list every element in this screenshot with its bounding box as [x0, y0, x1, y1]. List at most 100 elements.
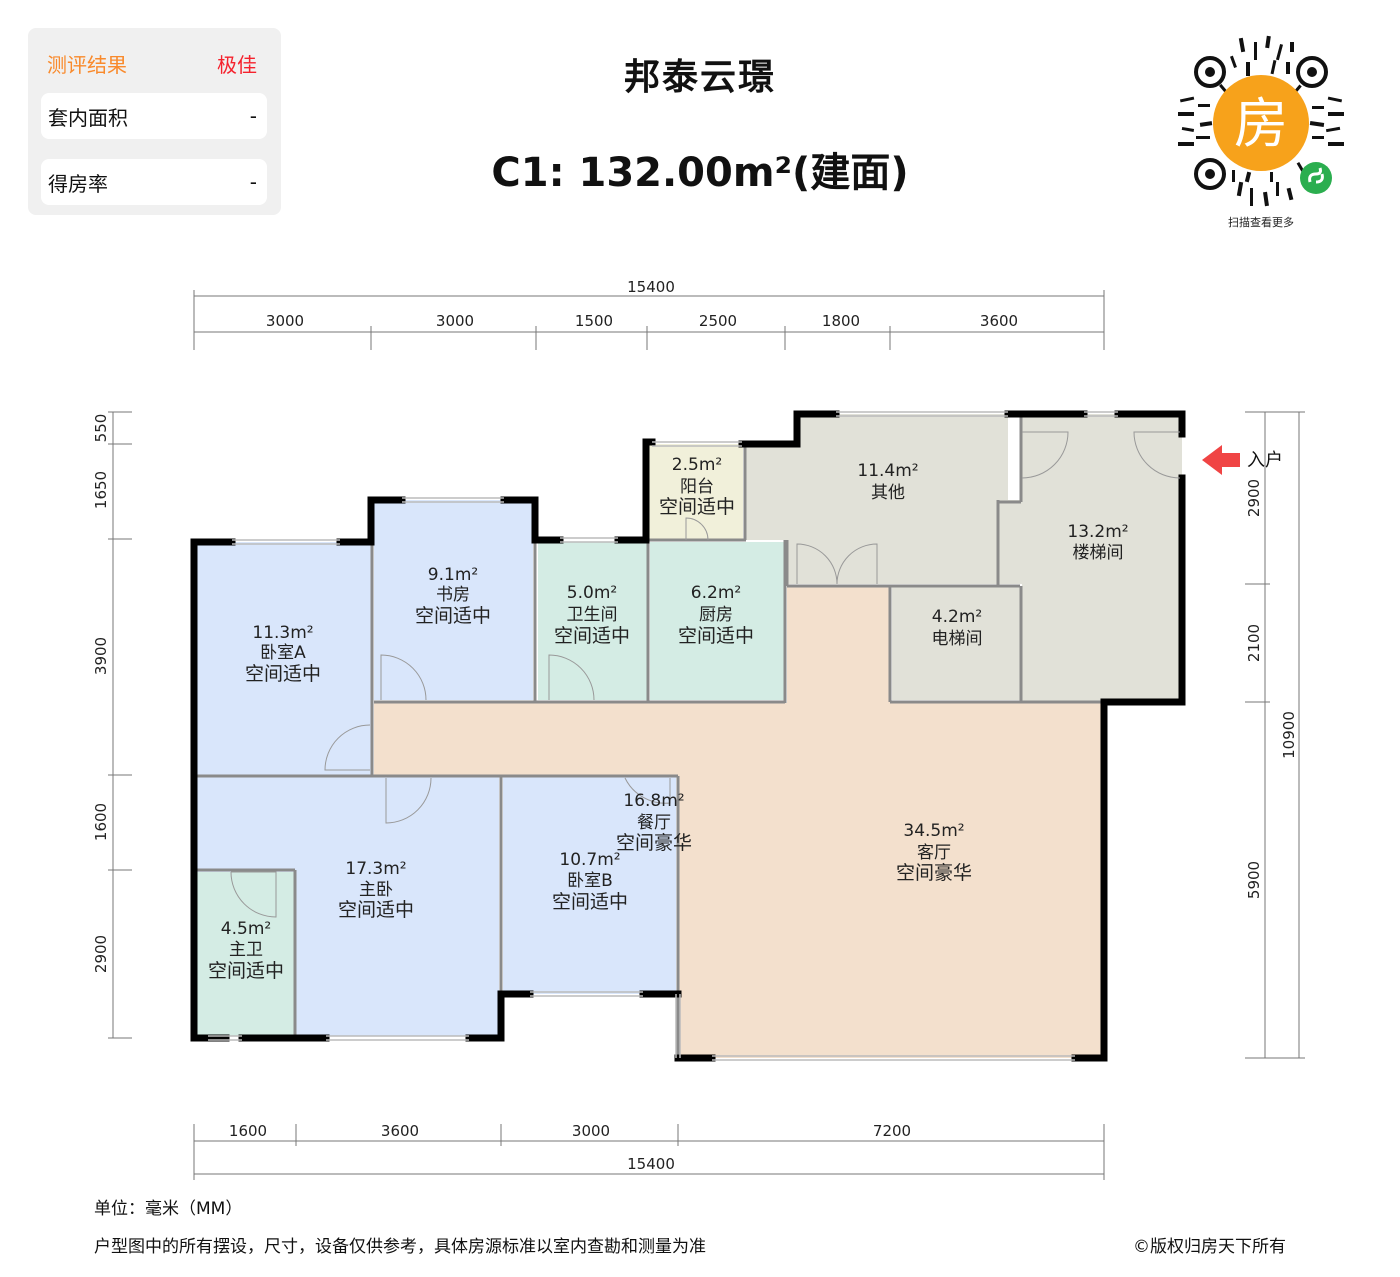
left-dimension: 2900 — [92, 935, 110, 973]
room-name: 卫生间 — [567, 605, 618, 625]
room-name: 书房 — [436, 585, 470, 605]
room-area: 6.2m² — [691, 583, 741, 603]
right-dimension: 2100 — [1245, 624, 1263, 662]
left-dimension: 1650 — [92, 471, 110, 509]
room-area: 4.2m² — [932, 607, 982, 627]
bedroom-a-door-icon — [324, 724, 371, 771]
room-name: 主卫 — [229, 940, 263, 960]
room-area: 16.8m² — [623, 791, 684, 811]
doors — [230, 431, 1181, 918]
evaluation-title: 测评结果 — [47, 52, 127, 77]
right-total-dimension: 10900 — [1280, 711, 1298, 759]
entry-door-icon — [1133, 431, 1181, 479]
room-name: 电梯间 — [932, 629, 983, 649]
room-rating: 空间适中 — [208, 960, 284, 982]
efficiency-value: - — [249, 170, 257, 194]
other-fill — [746, 414, 1008, 584]
room-rating: 空间适中 — [338, 899, 414, 921]
unit-area-title: C1: 132.00m²(建面) — [491, 150, 909, 196]
bottom-dimension: 3600 — [381, 1122, 419, 1140]
top-dimension: 3600 — [980, 312, 1018, 330]
room-area: 10.7m² — [559, 850, 620, 870]
room-name: 卧室A — [260, 643, 306, 663]
mini-program-icon — [1300, 162, 1332, 194]
qr-center-glyph: 房 — [1234, 92, 1288, 155]
room-area: 17.3m² — [345, 859, 406, 879]
inner-area-value: - — [249, 104, 257, 128]
room-area: 4.5m² — [221, 919, 271, 939]
room-name: 主卧 — [359, 880, 393, 900]
efficiency-row: 得房率 - — [41, 159, 267, 205]
bedroom-a-fill — [197, 542, 371, 775]
room-area: 11.3m² — [252, 623, 313, 643]
other-door-left-icon — [796, 543, 838, 585]
master-bedroom-door-icon — [385, 777, 432, 824]
disclaimer: 户型图中的所有摆设，尺寸，设备仅供参考，具体房源标准以室内查勘和测量为准 — [94, 1237, 706, 1257]
room-area: 2.5m² — [672, 455, 722, 475]
study-fill — [374, 500, 533, 700]
room-fills — [197, 414, 1182, 1058]
mini-program-qr-code[interactable]: 房 — [1170, 32, 1352, 214]
exterior-walls — [190, 410, 1186, 1062]
room-rating: 空间适中 — [659, 496, 735, 518]
right-dimension: 5900 — [1245, 861, 1263, 899]
interior-walls — [197, 414, 1104, 1058]
right-dimension-lines — [1245, 411, 1305, 1059]
room-name: 楼梯间 — [1073, 543, 1124, 563]
inner-area-row: 套内面积 - — [41, 93, 267, 139]
link-glyph-icon — [1308, 167, 1324, 184]
top-dimension: 1500 — [575, 312, 613, 330]
bottom-dimension: 1600 — [229, 1122, 267, 1140]
copyright: ©版权归房天下所有 — [1133, 1237, 1286, 1257]
stairwell-door-icon — [1021, 431, 1069, 479]
inner-area-label: 套内面积 — [48, 105, 128, 130]
room-name: 客厅 — [917, 843, 951, 863]
bottom-dimension: 3000 — [572, 1122, 610, 1140]
room-rating: 空间适中 — [245, 663, 321, 685]
master-bath-door-icon — [230, 871, 277, 918]
left-dimension: 1600 — [92, 803, 110, 841]
master-bath-fill — [197, 872, 294, 1036]
entrance-arrow-icon — [1202, 445, 1240, 475]
top-dimension: 2500 — [699, 312, 737, 330]
balcony-door-icon — [685, 517, 709, 541]
room-area: 9.1m² — [428, 565, 478, 585]
unit-note: 单位：毫米（MM） — [94, 1199, 243, 1219]
room-rating: 空间适中 — [678, 625, 754, 647]
kitchen-fill — [650, 542, 784, 700]
room-name: 其他 — [871, 483, 905, 503]
stairwell-fill — [998, 414, 1182, 702]
bedroom-b-fill — [503, 777, 676, 994]
elevator-fill — [892, 586, 1020, 700]
top-total-dimension: 15400 — [627, 278, 675, 296]
master-bedroom-fill — [197, 777, 499, 1036]
evaluation-grade: 极佳 — [217, 52, 257, 77]
efficiency-label: 得房率 — [48, 171, 108, 196]
living-fill — [374, 586, 1104, 1058]
top-dimension: 1800 — [822, 312, 860, 330]
left-dimension-lines — [108, 411, 132, 1039]
bottom-dimension-lines — [193, 1124, 1105, 1180]
bathroom-fill — [538, 542, 647, 700]
bottom-dimension: 7200 — [873, 1122, 911, 1140]
other-door-right-icon — [836, 543, 878, 585]
room-name: 餐厅 — [637, 813, 671, 833]
room-name: 阳台 — [680, 477, 714, 497]
evaluation-header: 测评结果 极佳 — [47, 50, 257, 77]
room-rating: 空间适中 — [415, 605, 491, 627]
left-dimension: 550 — [92, 414, 110, 443]
room-area: 11.4m² — [857, 461, 918, 481]
room-area: 5.0m² — [567, 583, 617, 603]
balcony-fill — [648, 444, 743, 540]
bathroom-door-icon — [548, 654, 595, 701]
room-name: 卧室B — [567, 871, 613, 891]
room-rating: 空间适中 — [554, 625, 630, 647]
room-rating: 空间豪华 — [896, 862, 972, 884]
qr-caption: 扫描查看更多 — [1228, 216, 1294, 229]
evaluation-card: 测评结果 极佳 套内面积 - 得房率 - — [28, 28, 281, 215]
top-dimension-lines — [193, 290, 1105, 350]
top-dimension: 3000 — [436, 312, 474, 330]
right-dimension: 2900 — [1245, 479, 1263, 517]
bedroom-b-door-icon — [624, 777, 671, 804]
